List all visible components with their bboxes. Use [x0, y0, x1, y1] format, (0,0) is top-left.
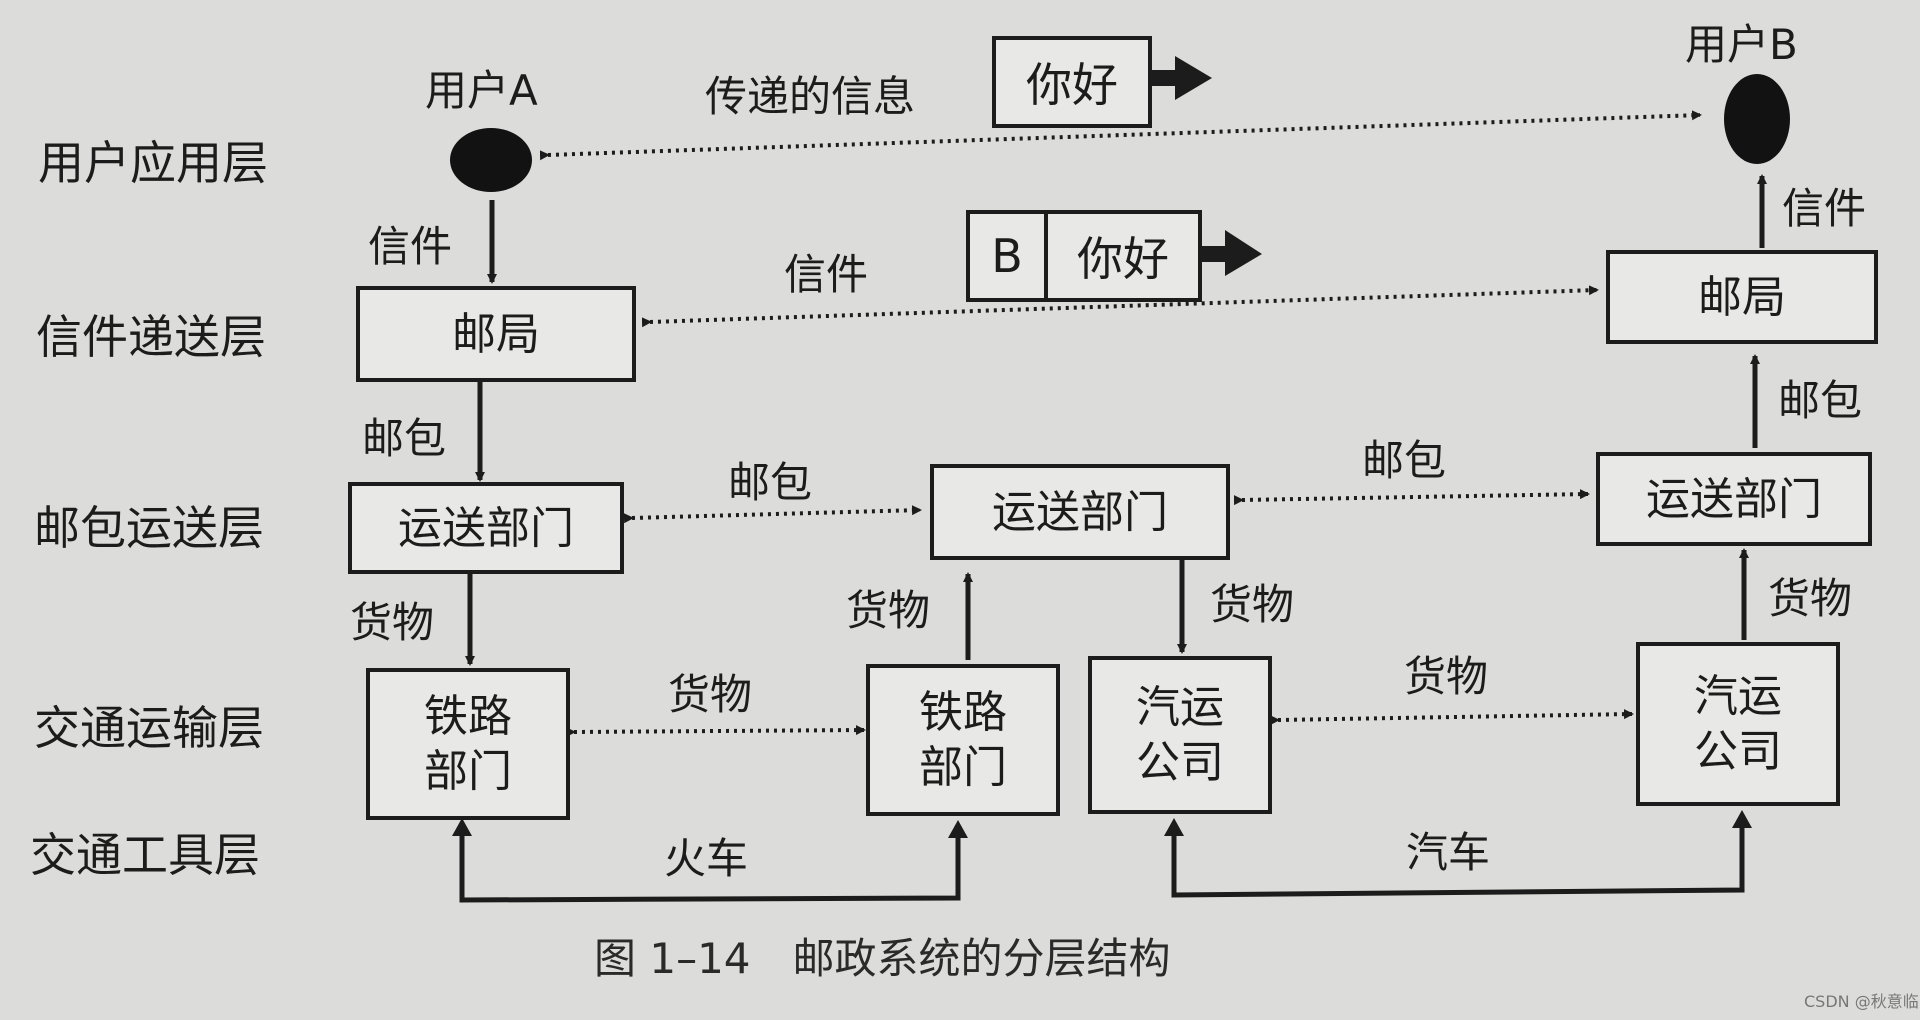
user-b-label: 用户B	[1685, 20, 1798, 69]
figure-caption: 图 1–14 邮政系统的分层结构	[594, 934, 1171, 983]
car-label: 汽车	[1406, 828, 1491, 877]
bus-company-b: 汽运 公司	[1636, 642, 1840, 806]
goods-down-mid-label: 货物	[1210, 580, 1295, 629]
car-bracket	[1171, 822, 1745, 898]
letter-up-label: 信件	[1782, 184, 1867, 233]
hello-message-box: 你好	[992, 36, 1152, 128]
bus-company-a: 汽运 公司	[1088, 656, 1272, 814]
letter-envelope-box: B 你好	[966, 210, 1202, 302]
layer-label-letter: 信件递送层	[36, 310, 266, 364]
watermark: CSDN @秋意临	[1804, 992, 1919, 1011]
parcel-up-label: 邮包	[1778, 376, 1863, 425]
parcel-down-label: 邮包	[362, 414, 447, 463]
goods-bus-peer-label: 货物	[1404, 652, 1489, 701]
shipping-dept-mid: 运送部门	[930, 464, 1230, 560]
letter-hello-text: 你好	[1077, 232, 1169, 286]
peer-arrow-user	[539, 110, 1702, 161]
goods-up-right-label: 货物	[1768, 574, 1853, 623]
goods-down-label: 货物	[350, 598, 435, 647]
goods-up-label: 货物	[846, 586, 931, 635]
peer-arrow-rail	[565, 725, 866, 738]
user-a-head-icon	[450, 128, 532, 192]
user-b-head-icon	[1724, 74, 1790, 164]
railway-dept-b: 铁路 部门	[866, 664, 1060, 816]
train-arrowhead-right	[948, 820, 968, 838]
letter-prefix: B	[970, 214, 1048, 298]
info-label: 传递的信息	[705, 72, 916, 121]
train-label: 火车	[664, 834, 749, 883]
parcel-peer-label-2: 邮包	[1362, 436, 1447, 485]
post-office-a: 邮局	[356, 286, 636, 382]
layer-label-user-app: 用户应用层	[38, 136, 268, 190]
parcel-peer-label-1: 邮包	[728, 458, 813, 507]
letter-arrow-icon	[1200, 230, 1262, 276]
post-office-b: 邮局	[1606, 250, 1878, 344]
peer-arrow-parcel-2	[1233, 489, 1590, 506]
shipping-dept-a: 运送部门	[348, 482, 624, 574]
train-arrowhead-left	[452, 818, 472, 836]
layer-label-transport: 交通运输层	[34, 701, 264, 755]
message-arrow-icon	[1152, 56, 1212, 100]
shipping-dept-b: 运送部门	[1596, 452, 1872, 546]
peer-arrow-parcel-1	[623, 505, 922, 524]
car-arrowhead-right	[1732, 810, 1752, 828]
peer-arrow-letter	[641, 285, 1599, 328]
train-bracket	[459, 830, 961, 903]
railway-dept-a: 铁路 部门	[366, 668, 570, 820]
layer-label-vehicle: 交通工具层	[30, 828, 260, 882]
letter-down-label: 信件	[368, 222, 453, 271]
layer-label-parcel: 邮包运送层	[34, 501, 264, 555]
car-arrowhead-left	[1164, 818, 1184, 836]
user-a-label: 用户A	[425, 66, 538, 115]
goods-rail-peer-label: 货物	[668, 670, 753, 719]
peer-arrow-bus	[1269, 709, 1634, 726]
letter-peer-label: 信件	[784, 250, 869, 299]
hello-text: 你好	[1026, 58, 1118, 112]
